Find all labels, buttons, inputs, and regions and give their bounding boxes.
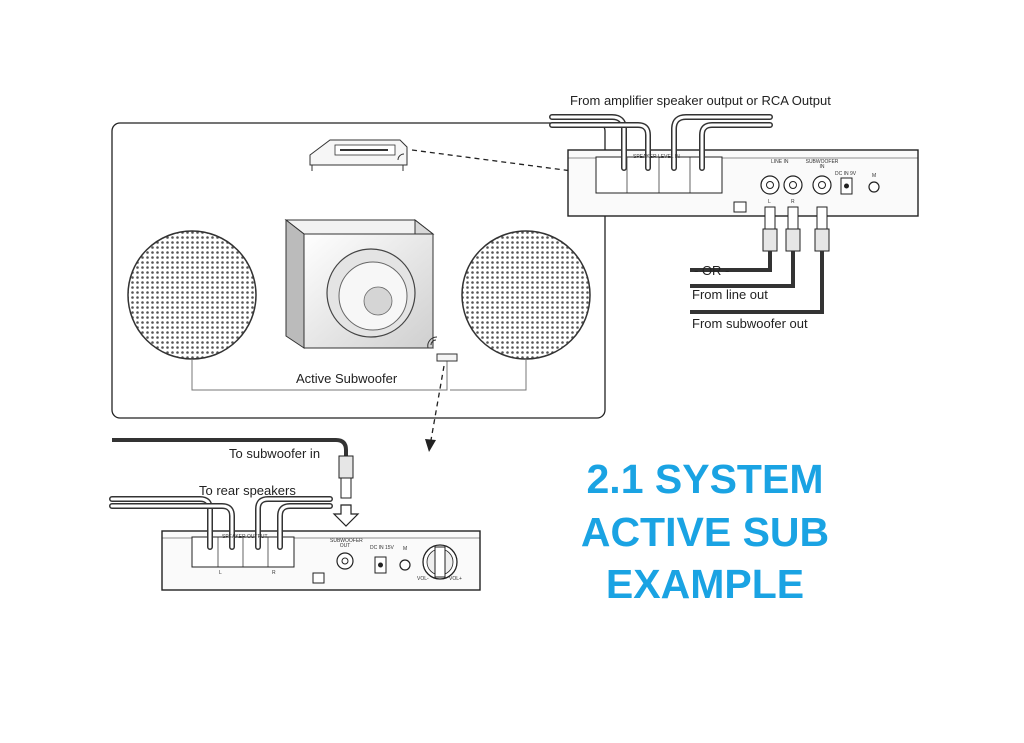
sub-out-label: From subwoofer out xyxy=(692,316,808,331)
bottom-rear-panel xyxy=(161,530,481,591)
amp-source-label: From amplifier speaker output or RCA Out… xyxy=(570,93,831,108)
m-top-label: M xyxy=(872,173,877,179)
amplifier-icon xyxy=(309,139,408,171)
vol-minus-label: VOL- xyxy=(417,576,429,582)
hollow-arrow-down xyxy=(332,504,360,527)
left-speaker xyxy=(127,230,257,360)
subwoofer-out-label: SUBWOOFER OUT xyxy=(330,538,363,549)
rca-plugs-top xyxy=(762,206,830,252)
to-sub-in-label: To subwoofer in xyxy=(229,446,321,461)
dashed-arrow-receiver-head xyxy=(425,439,436,452)
dashed-arrow-amp xyxy=(411,149,573,172)
r-top-label: R xyxy=(791,199,795,205)
room-frame xyxy=(111,122,606,419)
l-bottom-label: L xyxy=(219,570,222,576)
headline-line-3: EXAMPLE xyxy=(605,561,805,607)
top-rear-panel xyxy=(567,149,919,217)
line-in-label: LINE IN xyxy=(771,159,789,165)
m-bottom-label: M xyxy=(403,546,408,552)
or-label: - OR - xyxy=(694,263,730,278)
r-bottom-label: R xyxy=(272,570,276,576)
subwoofer-in-cable xyxy=(112,438,348,456)
rca-plug-bottom xyxy=(338,455,354,499)
dc-in-bottom-label: DC IN 15V xyxy=(370,545,394,551)
headline-line-1: 2.1 SYSTEM xyxy=(586,456,824,502)
headline-line-2: ACTIVE SUB xyxy=(580,509,830,555)
line-out-label: From line out xyxy=(692,287,768,302)
right-speaker xyxy=(461,230,591,360)
ir-receiver xyxy=(436,353,458,362)
speaker-wire-right xyxy=(450,359,527,391)
top-speaker-cables xyxy=(549,114,773,171)
dashed-arrow-receiver xyxy=(430,365,445,441)
speaker-wire-left xyxy=(191,359,448,391)
dc-in-top-label: DC IN 9V xyxy=(835,171,857,177)
rca-cables-top xyxy=(690,251,824,314)
to-rear-label: To rear speakers xyxy=(199,483,296,498)
speaker-output-label: SPEAKER OUTPUT xyxy=(222,534,268,540)
ir-signal-icon xyxy=(427,336,438,349)
bottom-speaker-cables xyxy=(109,496,333,550)
vol-plus-label: VOL+ xyxy=(449,576,462,582)
subwoofer-in-label: SUBWOOFER IN xyxy=(805,159,839,170)
l-top-label: L xyxy=(768,199,771,205)
speaker-level-in-label: SPEAKER LEVEL IN xyxy=(633,154,680,160)
active-sub-label: Active Subwoofer xyxy=(296,371,398,386)
subwoofer-cube xyxy=(284,218,435,349)
